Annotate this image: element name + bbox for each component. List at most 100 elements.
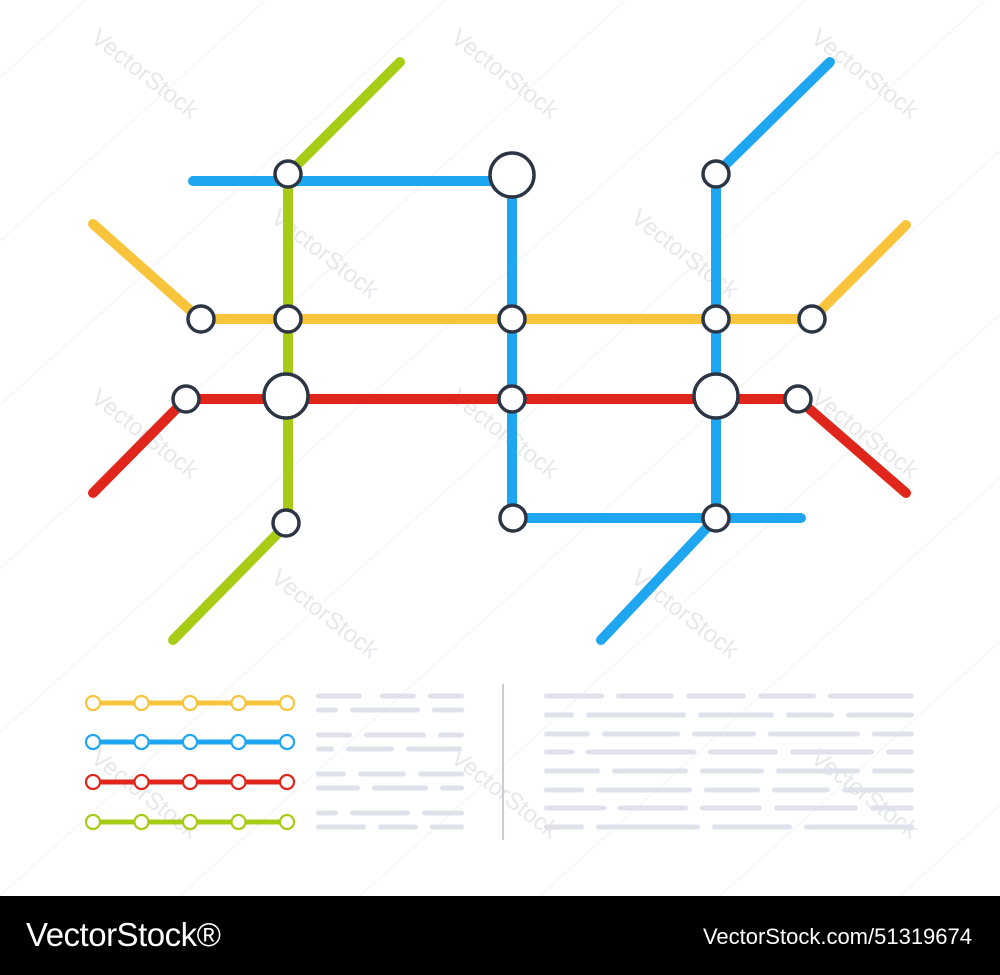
- placeholder-text-dash: [440, 785, 464, 791]
- legend-station: [133, 813, 150, 831]
- placeholder-text-dash: [430, 824, 464, 830]
- station: [171, 384, 201, 414]
- placeholder-text-dash: [586, 749, 696, 755]
- legend-station: [278, 733, 296, 751]
- placeholder-text-dash: [316, 785, 360, 791]
- placeholder-text-dash: [698, 712, 774, 718]
- placeholder-text-dash: [346, 746, 394, 752]
- placeholder-text-dash: [846, 712, 914, 718]
- station: [701, 159, 731, 189]
- placeholder-text-dash: [700, 768, 764, 774]
- watermark-text: VectorStock: [86, 744, 204, 845]
- station: [783, 384, 813, 414]
- placeholder-text-dash: [316, 732, 352, 738]
- legend-station: [230, 694, 247, 712]
- station: [273, 159, 303, 189]
- placeholder-text-dash: [316, 707, 338, 713]
- blue-line-west: [188, 176, 806, 523]
- blue-line-east: [596, 57, 835, 645]
- station: [498, 503, 528, 533]
- placeholder-text-dash: [772, 787, 830, 793]
- legend-red-line: [84, 773, 296, 791]
- placeholder-text-dash: [596, 787, 692, 793]
- legend-yellow-line: [84, 694, 296, 712]
- placeholder-text-dash: [712, 824, 792, 830]
- placeholder-text-dash: [544, 787, 584, 793]
- placeholder-text-dash: [612, 768, 688, 774]
- placeholder-text-dash: [418, 771, 464, 777]
- legend-station: [181, 813, 199, 831]
- legend-station: [230, 773, 247, 791]
- legend-station: [181, 773, 199, 791]
- placeholder-text-dash: [406, 746, 462, 752]
- metro-lines: [88, 57, 911, 645]
- placeholder-text-dash: [686, 693, 746, 699]
- station: [271, 508, 301, 538]
- metro-stations: [171, 151, 827, 538]
- placeholder-text-dash: [586, 712, 686, 718]
- station: [797, 304, 827, 334]
- placeholder-text-dash: [774, 805, 858, 811]
- map-legend: [84, 694, 296, 831]
- placeholder-text-dash: [616, 693, 674, 699]
- legend-station: [230, 733, 247, 751]
- placeholder-text-dash: [316, 810, 338, 816]
- placeholder-text-dash: [618, 805, 688, 811]
- legend-station: [181, 733, 199, 751]
- watermark-text: VectorStock: [626, 564, 744, 665]
- placeholder-text-dash: [700, 805, 762, 811]
- legend-station: [278, 813, 296, 831]
- legend-blue-line: [84, 733, 296, 751]
- placeholder-text-dash: [438, 732, 464, 738]
- stock-brand-logo: VectorStock®: [26, 916, 221, 953]
- legend-station: [230, 813, 247, 831]
- placeholder-text-dash: [544, 731, 590, 737]
- placeholder-text-dash: [422, 810, 464, 816]
- watermark-text: VectorStock: [446, 744, 564, 845]
- legend-station: [133, 694, 150, 712]
- station: [273, 304, 303, 334]
- placeholder-text-dash: [544, 712, 574, 718]
- placeholder-text-dash: [596, 824, 700, 830]
- placeholder-text-dash: [432, 707, 464, 713]
- watermark-text: VectorStock: [626, 204, 744, 305]
- legend-station: [278, 773, 296, 791]
- placeholder-text-dash: [316, 824, 366, 830]
- placeholder-text-dash: [316, 771, 346, 777]
- placeholder-text-dash: [544, 824, 584, 830]
- placeholder-text-dash: [804, 824, 914, 830]
- placeholder-text-dash: [358, 771, 406, 777]
- placeholder-text-dash: [350, 810, 410, 816]
- legend-station: [278, 694, 296, 712]
- placeholder-text-dash: [692, 731, 756, 737]
- placeholder-text-dash: [378, 824, 418, 830]
- placeholder-text-dash: [758, 693, 816, 699]
- station: [701, 503, 731, 533]
- legend-station: [84, 773, 102, 791]
- yellow-line: [88, 219, 911, 324]
- legend-station: [84, 733, 102, 751]
- placeholder-text-dash: [364, 732, 426, 738]
- placeholder-text-dash: [842, 787, 914, 793]
- station: [497, 384, 527, 414]
- placeholder-text-dash: [828, 693, 914, 699]
- stock-image-id: VectorStock.com/51319674: [702, 924, 972, 949]
- placeholder-text-dash: [786, 712, 834, 718]
- placeholder-text-dash: [544, 805, 606, 811]
- station: [701, 304, 731, 334]
- placeholder-text-dash: [544, 693, 604, 699]
- placeholder-text-dash: [790, 749, 874, 755]
- placeholder-text-blocks: [316, 684, 914, 840]
- green-line: [168, 57, 405, 645]
- placeholder-text-dash: [708, 749, 778, 755]
- legend-station: [133, 773, 150, 791]
- placeholder-text-dash: [544, 749, 574, 755]
- legend-green-line: [84, 813, 296, 831]
- placeholder-text-dash: [704, 787, 760, 793]
- placeholder-text-dash: [872, 731, 914, 737]
- placeholder-text-dash: [768, 731, 860, 737]
- placeholder-text-dash: [602, 731, 680, 737]
- placeholder-text-dash: [870, 805, 914, 811]
